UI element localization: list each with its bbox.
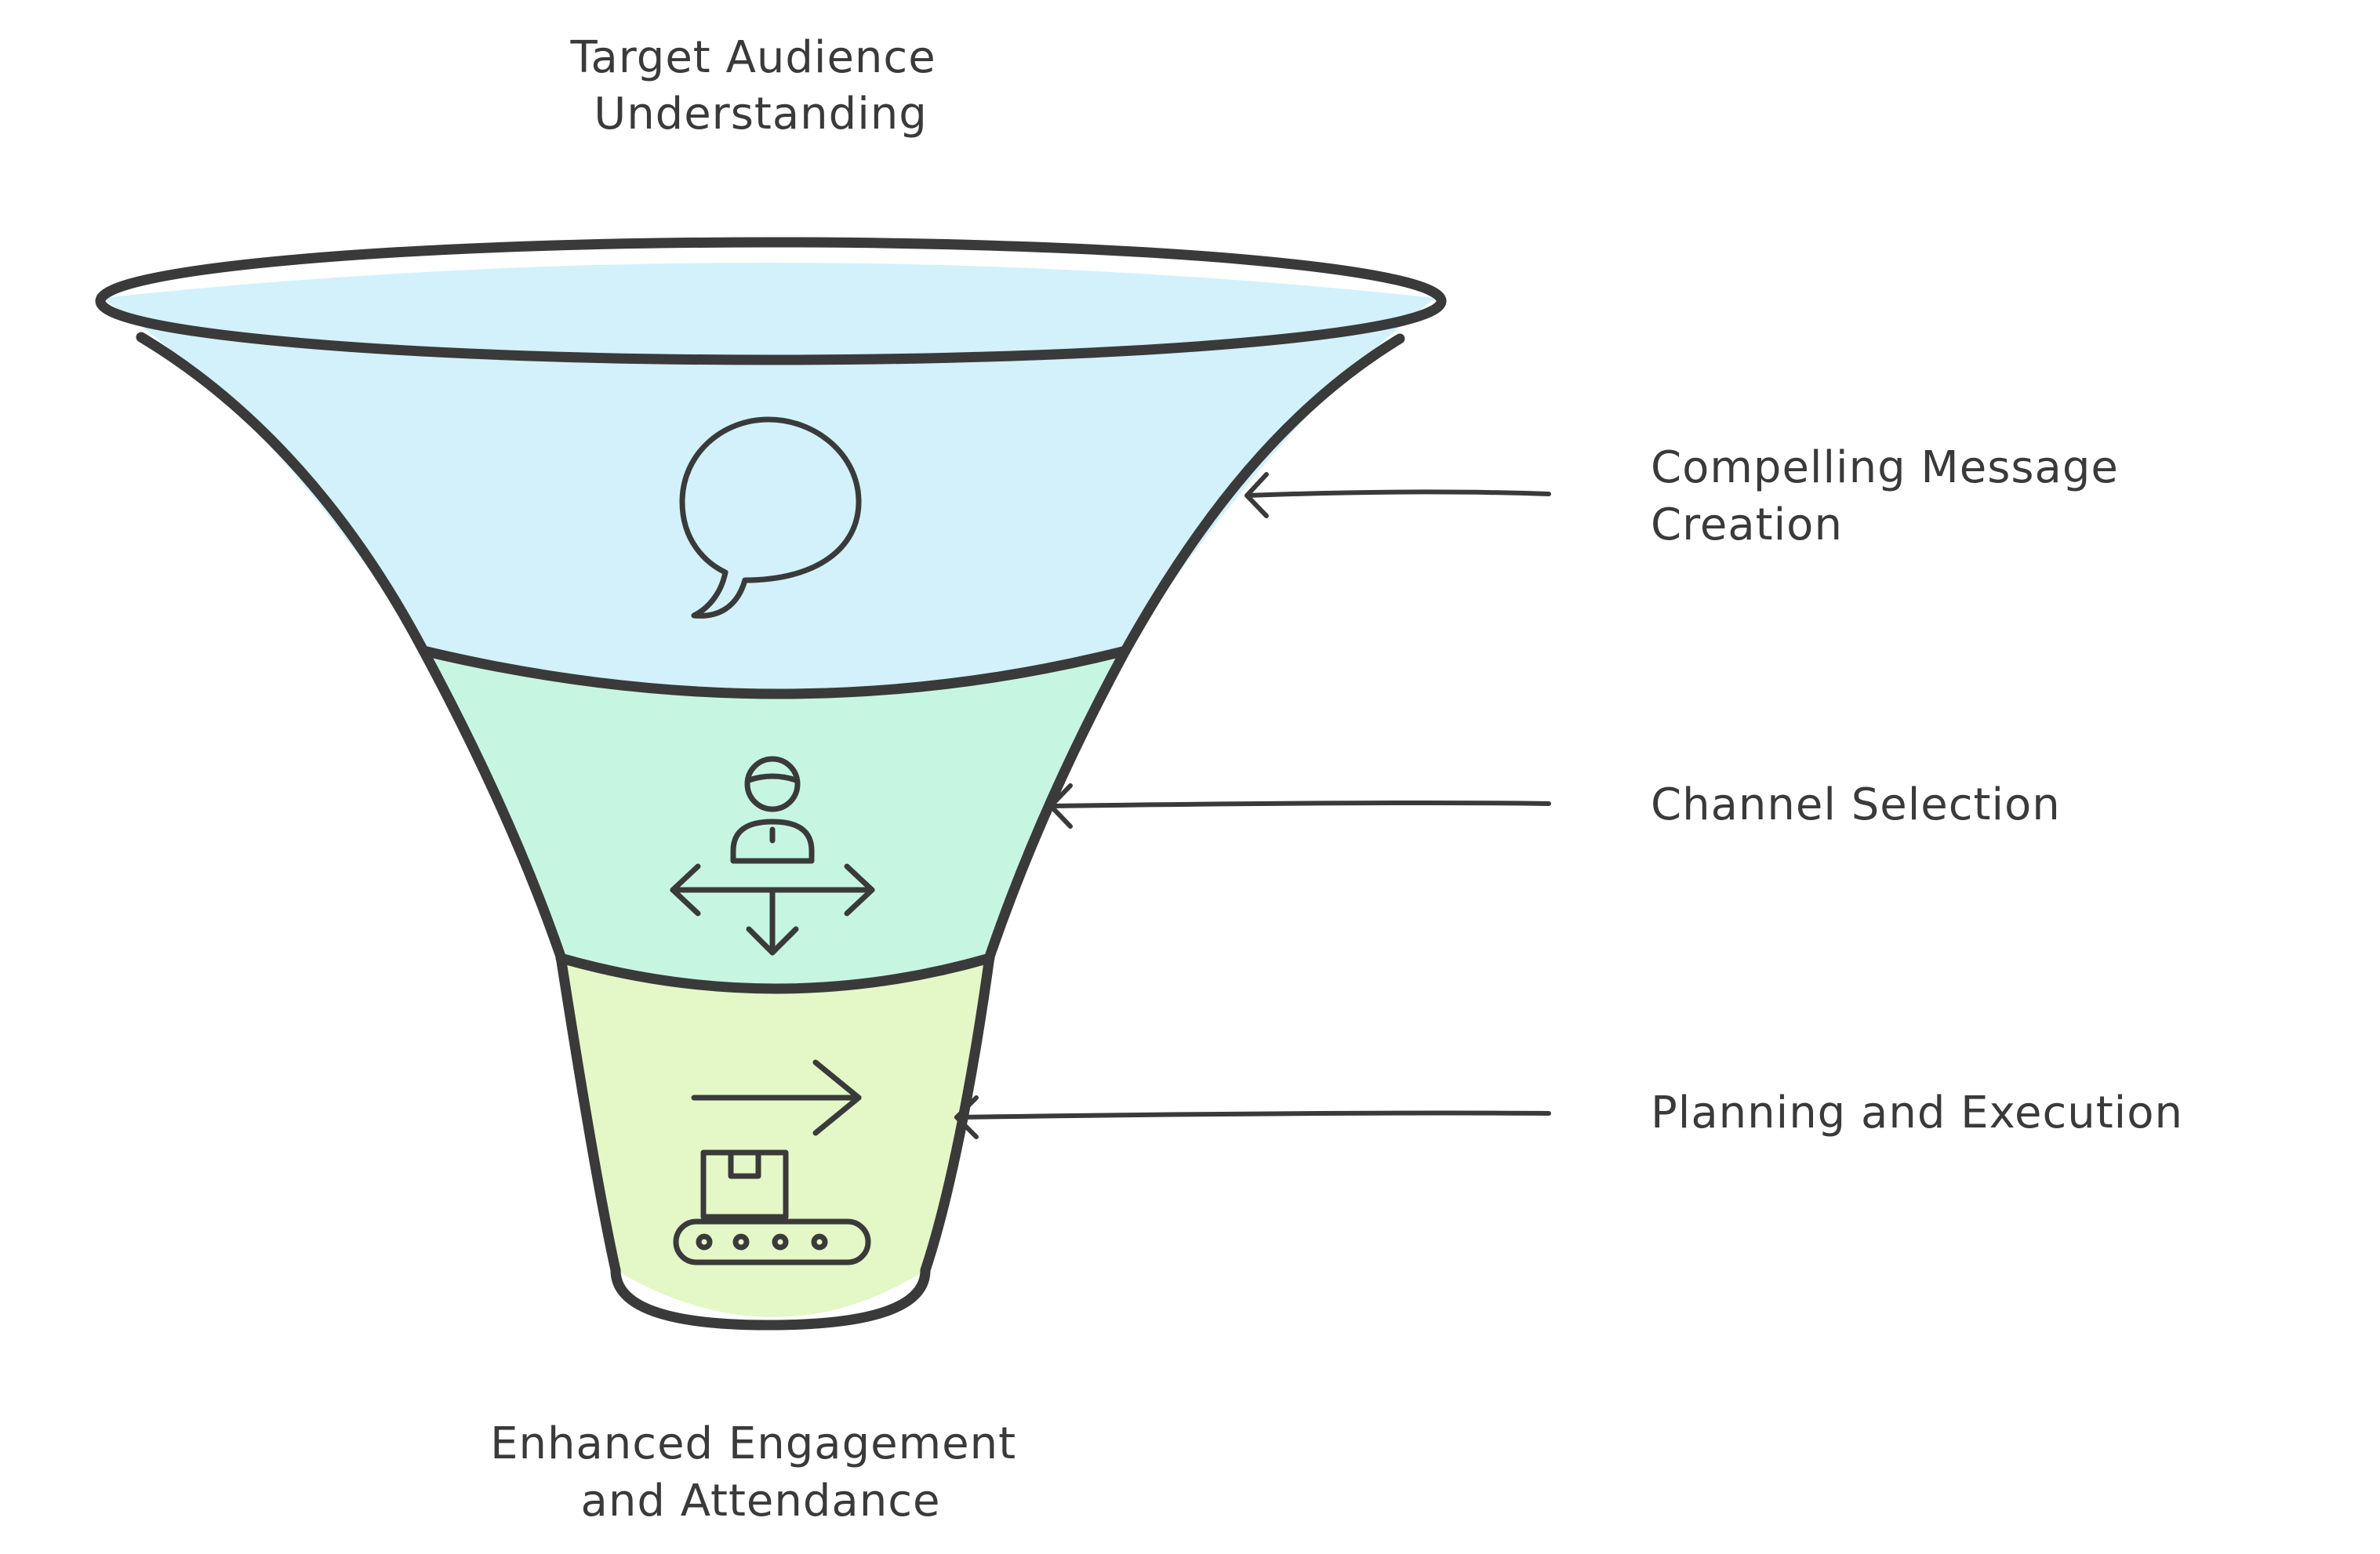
arrow-stage-2 (1048, 783, 1551, 829)
top-label: Target Audience Understanding (570, 32, 951, 140)
stage-2-label-line-1: Channel Selection (1651, 779, 2061, 830)
funnel-outline (95, 237, 1447, 1331)
funnel-rim (95, 237, 1447, 365)
speech-bubble-icon (679, 416, 862, 619)
bottom-label-line-2: and Attendance (581, 1476, 941, 1527)
stage-1-label-line-2: Creation (1651, 499, 1843, 550)
bottom-label-line-1: Enhanced Engagement (490, 1418, 1016, 1469)
arrow-stage-3 (954, 1095, 1551, 1139)
stage-3-label: Planning and Execution (1651, 1087, 2183, 1138)
person-directions-icon (670, 756, 875, 956)
top-label-line-2: Understanding (594, 89, 928, 140)
connector-arrows (954, 472, 1551, 1139)
bottom-label: Enhanced Engagement and Attendance (490, 1418, 1031, 1527)
stage-3-label-line-1: Planning and Execution (1651, 1087, 2183, 1138)
band-divider-2 (555, 953, 995, 994)
band-divider-1 (418, 645, 1131, 699)
funnel-fills (102, 263, 1435, 1317)
funnel-bottom (610, 1265, 931, 1331)
funnel-left-side (136, 332, 621, 1276)
funnel-right-side (920, 333, 1405, 1276)
top-label-line-1: Target Audience (570, 32, 936, 83)
stage-1-label: Compelling Message Creation (1651, 442, 2134, 550)
conveyor-belt-icon (673, 1059, 871, 1265)
arrow-stage-1 (1245, 472, 1551, 518)
stage-3-fill (561, 957, 990, 1317)
stage-1-label-line-1: Compelling Message (1651, 442, 2119, 493)
stage-1-fill (102, 263, 1435, 690)
stage-2-label: Channel Selection (1651, 779, 2061, 830)
